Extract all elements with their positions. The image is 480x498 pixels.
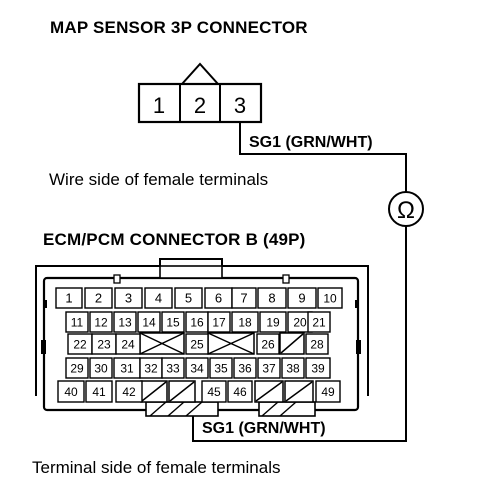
terminal-label-29: 29 [70, 362, 84, 376]
wire-label-bottom: SG1 (GRN/WHT) [202, 420, 326, 437]
terminal-label-49: 49 [321, 385, 335, 399]
terminal-label-17: 17 [212, 316, 226, 330]
terminal-label-46: 46 [233, 385, 247, 399]
terminal-label-7: 7 [240, 291, 247, 306]
terminal-label-10: 10 [323, 292, 337, 306]
terminal-cell-25 [185, 333, 209, 355]
terminal-cell-30 [89, 357, 113, 379]
ohmmeter: Ω [388, 191, 424, 227]
terminal-label-8: 8 [268, 291, 275, 306]
terminal-cell-39 [305, 357, 331, 379]
terminal-cell-7 [231, 287, 257, 309]
terminal-label-32: 32 [144, 362, 158, 376]
terminal-cell-34 [185, 357, 209, 379]
terminal-label-18: 18 [238, 316, 252, 330]
terminal-cell-29 [65, 357, 89, 379]
terminal-label-4: 4 [155, 291, 162, 306]
terminal-cell-18 [231, 311, 259, 333]
terminal-cell-11 [65, 311, 89, 333]
terminal-cell-15 [161, 311, 185, 333]
terminal-cell-12 [89, 311, 113, 333]
terminal-cell-26 [256, 333, 280, 355]
terminal-cell-3 [114, 287, 143, 309]
terminal-label-36: 36 [238, 362, 252, 376]
terminal-cell-13 [113, 311, 137, 333]
map-view-label: Wire side of female terminals [49, 170, 269, 189]
terminal-cell-28 [305, 333, 329, 355]
terminal-cell-9 [287, 287, 317, 309]
terminal-label-28: 28 [310, 338, 324, 352]
terminal-label-24: 24 [121, 338, 135, 352]
terminal-cell-1 [55, 287, 83, 309]
terminal-label-39: 39 [311, 362, 325, 376]
terminal-cell-38 [281, 357, 305, 379]
terminal-cell-10 [317, 287, 343, 309]
terminal-cell-45 [201, 380, 227, 403]
terminal-label-45: 45 [207, 385, 221, 399]
terminal-label-2: 2 [95, 291, 102, 306]
terminal-label-22: 22 [73, 338, 87, 352]
terminal-label-9: 9 [298, 291, 305, 306]
terminal-label-6: 6 [215, 291, 222, 306]
terminal-label-37: 37 [262, 362, 276, 376]
terminal-cell-21 [307, 311, 331, 333]
terminal-cell-40 [57, 380, 85, 403]
terminal-label-35: 35 [214, 362, 228, 376]
terminal-label-42: 42 [122, 385, 136, 399]
terminal-cell-46 [227, 380, 253, 403]
ohmmeter-symbol: Ω [397, 197, 415, 224]
map-sensor-connector: 1 2 3 [137, 62, 263, 124]
terminal-cell-35 [209, 357, 233, 379]
terminal-label-11: 11 [71, 316, 84, 330]
ecm-view-label: Terminal side of female terminals [32, 458, 281, 477]
terminal-label-34: 34 [190, 362, 204, 376]
terminal-label-26: 26 [261, 338, 275, 352]
terminal-label-38: 38 [286, 362, 300, 376]
terminal-cell-36 [233, 357, 257, 379]
terminal-label-13: 13 [118, 316, 132, 330]
wire-label-top: SG1 (GRN/WHT) [249, 134, 373, 151]
terminal-cell-4 [144, 287, 173, 309]
terminal-cell-14 [137, 311, 161, 333]
terminal-cell-8 [257, 287, 287, 309]
terminal-label-16: 16 [190, 316, 204, 330]
terminal-label-3: 3 [125, 291, 132, 306]
terminal-cell-17 [207, 311, 231, 333]
terminal-cell-41 [85, 380, 113, 403]
terminal-cell-2 [84, 287, 113, 309]
terminal-cell-37 [257, 357, 281, 379]
terminal-label-40: 40 [64, 385, 78, 399]
ecm-title: ECM/PCM CONNECTOR B (49P) [43, 230, 306, 249]
terminal-label-12: 12 [94, 316, 108, 330]
terminal-label-30: 30 [94, 362, 108, 376]
terminal-label-33: 33 [166, 362, 180, 376]
terminal-cell-19 [259, 311, 287, 333]
terminal-label-1: 1 [65, 291, 72, 306]
terminal-label-23: 23 [97, 338, 111, 352]
terminal-label-5: 5 [185, 291, 192, 306]
terminal-cell-33 [161, 357, 185, 379]
terminal-label-41: 41 [92, 385, 106, 399]
terminal-label-19: 19 [266, 316, 280, 330]
map-pin-2: 2 [194, 93, 206, 118]
ecm-empty-cavities [139, 332, 314, 403]
terminal-cell-49 [315, 380, 341, 403]
terminal-label-14: 14 [142, 316, 156, 330]
terminal-cell-5 [174, 287, 203, 309]
map-sensor-title: MAP SENSOR 3P CONNECTOR [50, 18, 308, 37]
terminal-label-25: 25 [190, 338, 204, 352]
terminal-cell-42 [115, 380, 143, 403]
terminal-cell-24 [115, 333, 141, 355]
map-pin-3: 3 [234, 93, 246, 118]
terminal-label-31: 31 [120, 362, 134, 376]
terminal-label-21: 21 [312, 316, 326, 330]
map-pin-1: 1 [153, 93, 165, 118]
terminal-label-15: 15 [166, 316, 180, 330]
terminal-label-20: 20 [293, 316, 307, 330]
